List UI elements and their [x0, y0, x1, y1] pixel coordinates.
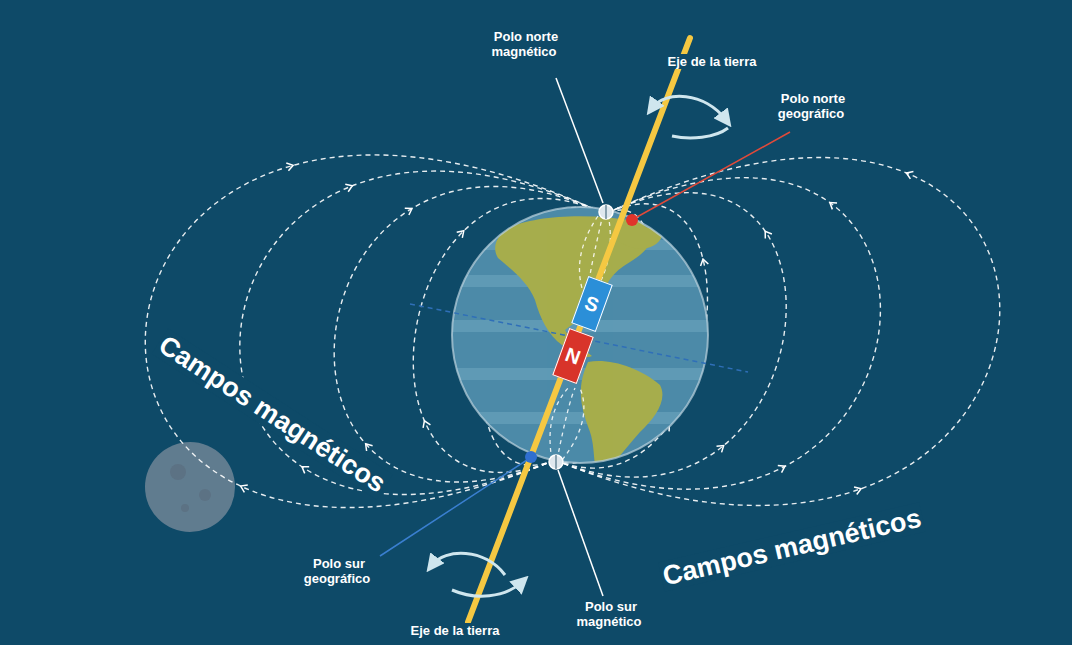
field-arrow [239, 482, 248, 492]
pole-letter: N [562, 343, 583, 370]
leader-line [556, 78, 603, 203]
leader-line [380, 460, 527, 556]
field-arrow [363, 441, 373, 451]
field-arrow [905, 169, 914, 179]
rotation-arrow [452, 582, 522, 596]
field-arrow [854, 485, 862, 495]
moon [145, 442, 235, 532]
field-arrow [762, 229, 772, 238]
field-arrow [699, 258, 708, 266]
leader-line [558, 470, 603, 596]
field-arrow [421, 419, 431, 428]
label-text: Polo sur magnético [576, 599, 643, 629]
field-arrow [827, 199, 837, 209]
field-arrow [778, 463, 787, 473]
pole-letter: S [582, 291, 602, 317]
field-arrow [300, 463, 309, 473]
geographic-north-pole [626, 214, 638, 226]
leader-line [637, 132, 790, 217]
field-arrow [457, 228, 467, 238]
field-lines [145, 155, 1000, 508]
label-text: Campos magnéticos [658, 503, 926, 593]
label-text: Eje de la tierra [409, 623, 502, 638]
pole-label: Eje de la tierra [637, 55, 787, 70]
geographic-south-pole [525, 451, 537, 463]
pole-label: Eje de la tierra [380, 624, 530, 639]
earth-axis [468, 38, 690, 622]
pole-label: Polo sur geográfico [286, 557, 390, 587]
rotation-arrow [652, 96, 726, 120]
field-arrow [405, 205, 414, 215]
pole-label: Polo norte magnético [473, 30, 577, 60]
field-arrow [345, 182, 354, 192]
pole-label: Polo norte geográfico [760, 92, 864, 122]
field-arrow [286, 161, 294, 170]
globe [440, 200, 720, 500]
magnetic-north-pole [599, 205, 613, 219]
field-title: Campos magnéticos [633, 497, 952, 599]
label-text: Eje de la tierra [666, 54, 759, 69]
field-arrow [717, 442, 727, 452]
magnetic-south-pole [549, 455, 563, 469]
label-text: Polo norte magnético [491, 29, 558, 59]
label-text: Polo sur geográfico [304, 556, 372, 586]
rotation-arrow [672, 128, 728, 138]
rotation-arrow [432, 553, 505, 575]
pole-label: Polo sur magnético [558, 600, 662, 630]
label-text: Polo norte geográfico [778, 91, 846, 121]
